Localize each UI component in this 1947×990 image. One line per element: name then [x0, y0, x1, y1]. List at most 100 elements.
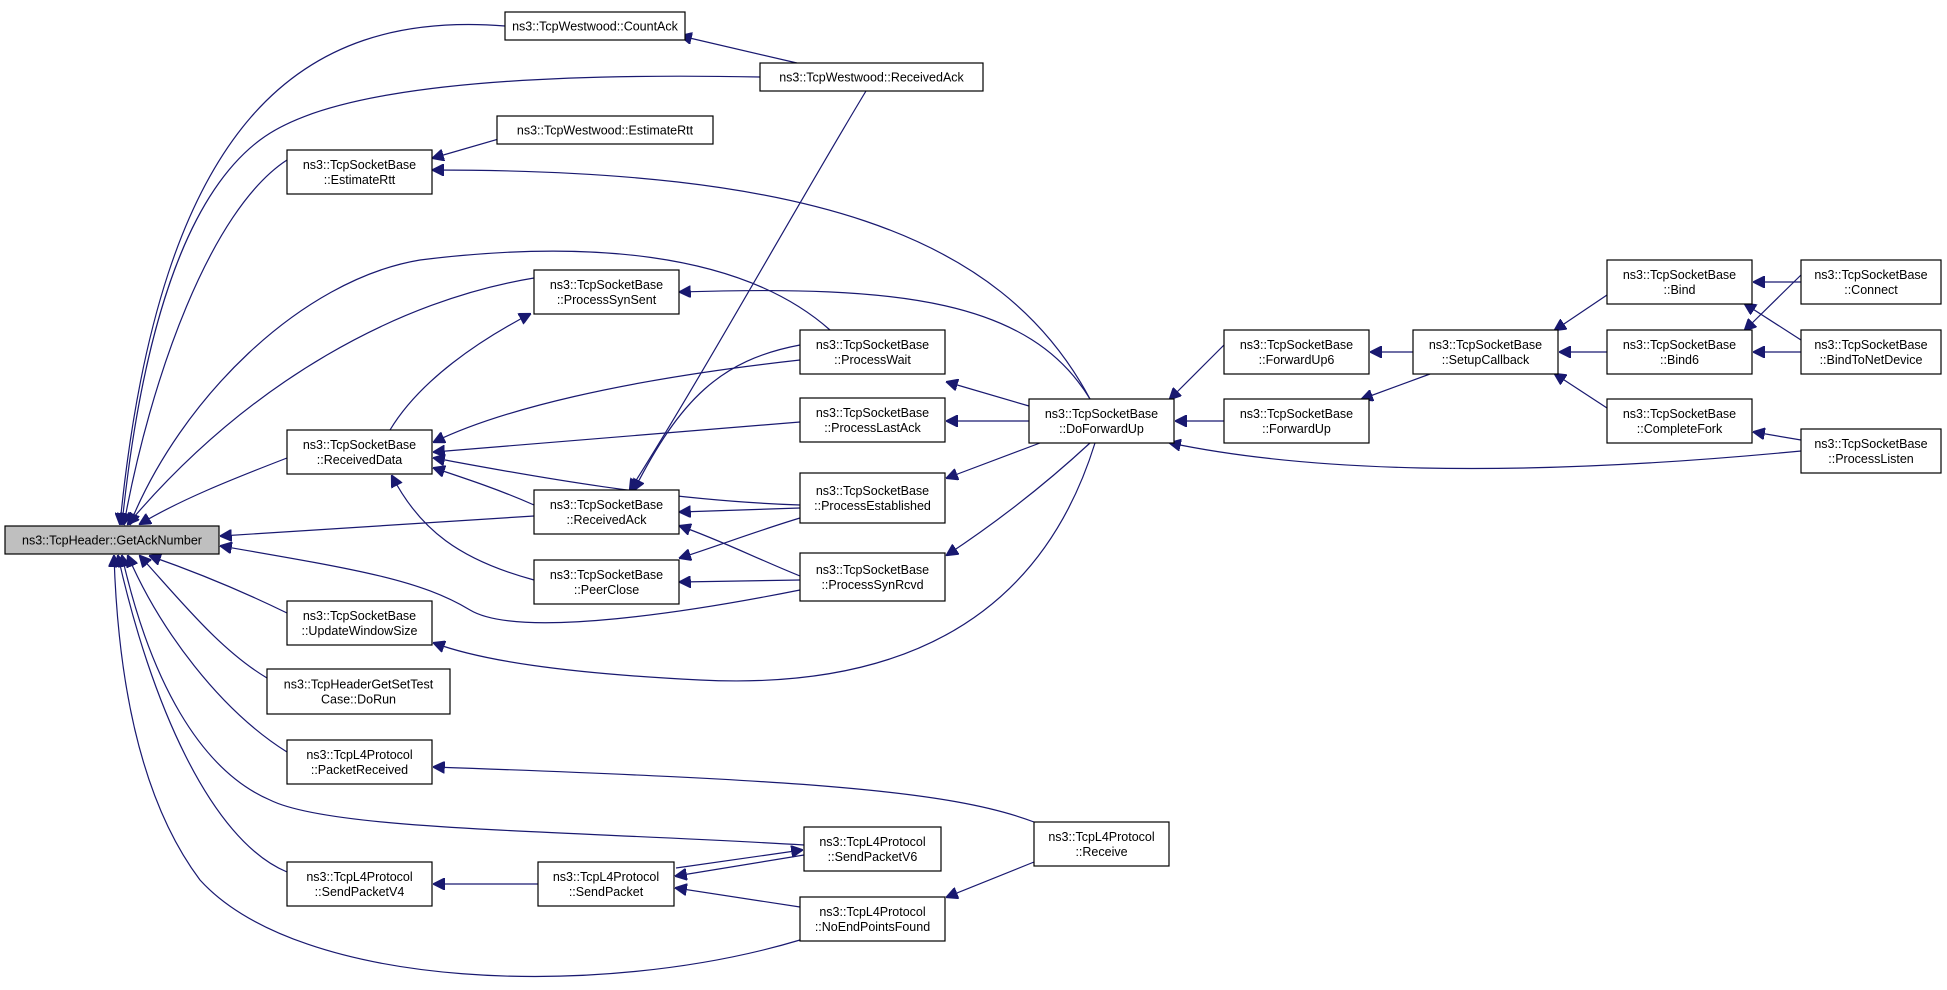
node-label-line: ::ForwardUp: [1262, 422, 1331, 436]
node-label-line: ns3::TcpL4Protocol: [1048, 830, 1154, 844]
node-tsb-completefork[interactable]: ns3::TcpSocketBase::CompleteFork: [1606, 398, 1753, 444]
node-label-line: ns3::TcpSocketBase: [550, 278, 663, 292]
call-edge-tsb-setupcallback-to-tsb-forwardup: [1362, 373, 1431, 399]
node-label-line: ::SendPacketV6: [828, 850, 918, 864]
call-edge-tsb-receiveddata-to-tsb-processlastack: [434, 421, 801, 452]
call-edge-tsb-doforwardup-to-tsb-updatewindowsize: [434, 442, 1096, 682]
node-label-line: ::SendPacketV4: [315, 885, 405, 899]
node-tsb-processestablished[interactable]: ns3::TcpSocketBase::ProcessEstablished: [799, 472, 946, 524]
node-box: [1033, 821, 1170, 867]
node-label-line: ns3::TcpSocketBase: [816, 406, 929, 420]
node-tcpl4-sendpacket[interactable]: ns3::TcpL4Protocol::SendPacket: [537, 861, 675, 907]
node-label-line: ns3::TcpL4Protocol: [819, 905, 925, 919]
node-label-line: ns3::TcpHeader::GetAckNumber: [22, 534, 202, 548]
node-box: [504, 11, 686, 41]
node-tsb-bindtonetdevice[interactable]: ns3::TcpSocketBase::BindToNetDevice: [1800, 329, 1942, 375]
call-edge-tsb-processsynrcvd-to-getacknumber: [221, 546, 801, 624]
node-tsb-estimatertt[interactable]: ns3::TcpSocketBase::EstimateRtt: [286, 149, 433, 195]
node-tsb-forwardup6[interactable]: ns3::TcpSocketBase::ForwardUp6: [1223, 329, 1370, 375]
node-label-line: ns3::TcpWestwood::EstimateRtt: [517, 124, 694, 138]
call-edge-tsb-processestablished-to-tsb-receivedack: [680, 508, 801, 512]
node-box: [286, 600, 433, 646]
call-edge-tsb-processestablished-to-tsb-peerclose: [680, 517, 801, 558]
node-getacknumber[interactable]: ns3::TcpHeader::GetAckNumber: [4, 525, 220, 555]
call-edge-tcpl4-receive-to-tcpl4-packetreceived: [434, 767, 1035, 823]
node-label-line: ::UpdateWindowSize: [301, 624, 417, 638]
node-label-line: ns3::TcpSocketBase: [816, 484, 929, 498]
node-tcpl4-sendpacketv4[interactable]: ns3::TcpL4Protocol::SendPacketV4: [286, 861, 433, 907]
node-label-line: ns3::TcpL4Protocol: [819, 835, 925, 849]
node-westwood-estimatertt[interactable]: ns3::TcpWestwood::EstimateRtt: [496, 115, 714, 145]
node-box: [286, 861, 433, 907]
node-westwood-receivedack[interactable]: ns3::TcpWestwood::ReceivedAck: [759, 62, 984, 92]
node-box: [1800, 428, 1942, 474]
node-tsb-processsynsent[interactable]: ns3::TcpSocketBase::ProcessSynSent: [533, 269, 680, 315]
node-tsb-peerclose[interactable]: ns3::TcpSocketBase::PeerClose: [533, 559, 680, 605]
node-label-line: Case::DoRun: [321, 693, 396, 707]
node-tsb-processlisten[interactable]: ns3::TcpSocketBase::ProcessListen: [1800, 428, 1942, 474]
call-edge-tcpl4-noendpointsfound-to-tcpl4-sendpacket: [676, 888, 801, 908]
node-tsb-forwardup[interactable]: ns3::TcpSocketBase::ForwardUp: [1223, 398, 1370, 444]
node-label-line: ns3::TcpL4Protocol: [553, 870, 659, 884]
call-edges: [114, 23, 1802, 978]
node-tcpl4-packetreceived[interactable]: ns3::TcpL4Protocol::PacketReceived: [286, 739, 433, 785]
call-edge-tsb-connect-to-tsb-bind6: [1745, 274, 1802, 330]
node-label-line: ::BindToNetDevice: [1820, 353, 1923, 367]
node-label-line: ns3::TcpL4Protocol: [306, 870, 412, 884]
node-label-line: ns3::TcpL4Protocol: [306, 748, 412, 762]
node-label-line: ns3::TcpSocketBase: [816, 563, 929, 577]
node-tsb-processwait[interactable]: ns3::TcpSocketBase::ProcessWait: [799, 329, 946, 375]
call-edge-tsb-doforwardup-to-tsb-processestablished: [947, 442, 1041, 478]
node-tcpl4-receive[interactable]: ns3::TcpL4Protocol::Receive: [1033, 821, 1170, 867]
call-edge-westwood-receivedack-to-getacknumber: [122, 75, 761, 524]
node-tcpl4-noendpointsfound[interactable]: ns3::TcpL4Protocol::NoEndPointsFound: [799, 896, 946, 942]
call-edge-tsb-processsynrcvd-to-tsb-receivedack: [680, 526, 801, 577]
node-label-line: ::SendPacket: [569, 885, 644, 899]
call-edge-tcpl4-noendpointsfound-to-getacknumber: [114, 556, 801, 978]
node-tsb-receiveddata[interactable]: ns3::TcpSocketBase::ReceivedData: [286, 429, 433, 475]
node-label-line: ::ReceivedAck: [567, 513, 648, 527]
call-edge-tsb-completefork-to-tsb-setupcallback: [1555, 374, 1608, 409]
node-label-line: ns3::TcpSocketBase: [550, 568, 663, 582]
node-label-line: ns3::TcpSocketBase: [1623, 338, 1736, 352]
call-edge-tsb-processsynsent-to-getacknumber: [128, 277, 535, 524]
node-tsb-connect[interactable]: ns3::TcpSocketBase::Connect: [1800, 259, 1942, 305]
call-edge-tsb-updatewindowsize-to-getacknumber: [150, 556, 288, 614]
node-box: [286, 429, 433, 475]
node-label-line: ::ForwardUp6: [1259, 353, 1335, 367]
node-tsb-bind6[interactable]: ns3::TcpSocketBase::Bind6: [1606, 329, 1753, 375]
node-tsb-setupcallback[interactable]: ns3::TcpSocketBase::SetupCallback: [1412, 329, 1559, 375]
call-edge-tcpl4-sendpacketv4-to-getacknumber: [118, 556, 288, 873]
node-tsb-doforwardup[interactable]: ns3::TcpSocketBase::DoForwardUp: [1028, 398, 1175, 444]
node-westwood-countack[interactable]: ns3::TcpWestwood::CountAck: [504, 11, 686, 41]
node-label-line: ::Receive: [1075, 845, 1127, 859]
node-label-line: ::Connect: [1844, 283, 1898, 297]
call-edge-westwood-receivedack-to-westwood-countack: [681, 36, 798, 64]
node-tsb-receivedack[interactable]: ns3::TcpSocketBase::ReceivedAck: [533, 489, 680, 535]
node-tsb-processlastack[interactable]: ns3::TcpSocketBase::ProcessLastAck: [799, 397, 946, 443]
node-tcpl4-sendpacketv6[interactable]: ns3::TcpL4Protocol::SendPacketV6: [803, 826, 942, 872]
call-edge-tsb-processwait-to-tsb-receivedack: [634, 344, 801, 490]
node-label-line: ::ProcessWait: [834, 353, 911, 367]
node-box: [496, 115, 714, 145]
node-tsb-processsynrcvd[interactable]: ns3::TcpSocketBase::ProcessSynRcvd: [799, 552, 946, 602]
node-tsb-bind[interactable]: ns3::TcpSocketBase::Bind: [1606, 259, 1753, 305]
node-box: [803, 826, 942, 872]
call-edge-tsb-receivedack-to-getacknumber: [221, 515, 535, 536]
node-box: [1028, 398, 1175, 444]
call-edge-tsb-receiveddata-to-tsb-processsynsent: [389, 314, 530, 431]
node-box: [799, 552, 946, 602]
node-box: [799, 329, 946, 375]
node-label-line: ::Bind: [1664, 283, 1696, 297]
call-edge-tsb-receiveddata-to-getacknumber: [140, 457, 288, 524]
call-edge-tcpl4-receive-to-tcpl4-noendpointsfound: [947, 861, 1035, 897]
node-label-line: ::ProcessListen: [1828, 452, 1914, 466]
node-label-line: ns3::TcpSocketBase: [1623, 407, 1736, 421]
call-edge-tcpl4-sendpacketv6-to-tcpl4-sendpacket: [676, 854, 805, 876]
call-edge-tsb-receiveddata-to-tsb-processwait: [434, 359, 801, 442]
call-edge-tsb-bindtonetdevice-to-tsb-bind: [1745, 304, 1802, 341]
node-tsb-updatewindowsize[interactable]: ns3::TcpSocketBase::UpdateWindowSize: [286, 600, 433, 646]
node-label-line: ns3::TcpSocketBase: [1045, 407, 1158, 421]
